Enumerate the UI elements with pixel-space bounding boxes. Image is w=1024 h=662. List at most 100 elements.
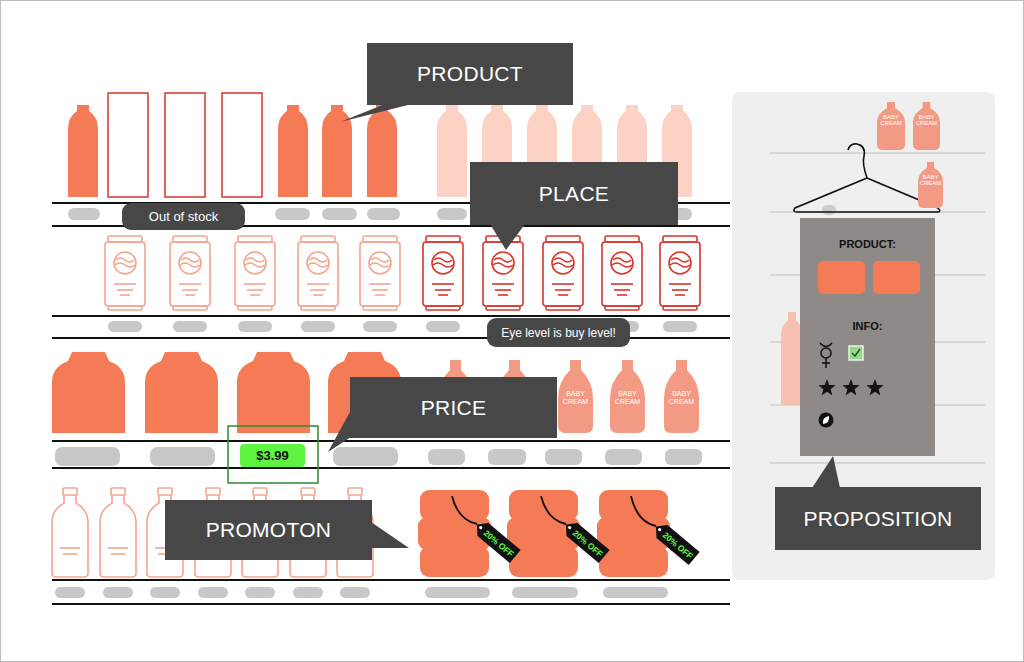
bottle-shape [558, 360, 593, 433]
discount-tag: 20% OFF [650, 519, 699, 564]
shelf-line [52, 440, 730, 442]
shelf-tag [665, 449, 702, 465]
symbol-horns [820, 343, 832, 347]
star [818, 379, 835, 395]
gender-symbol [820, 343, 832, 368]
shelf-tag [68, 208, 100, 220]
callout-box: PLACE [470, 162, 678, 225]
product-can [660, 236, 700, 310]
panel-bottle [781, 312, 802, 405]
panel-shelves [770, 153, 985, 463]
hanger [794, 144, 940, 212]
product-container [237, 352, 310, 433]
price-label: $3.99 [240, 444, 305, 467]
rating-stars [818, 379, 883, 395]
shelf-tag [173, 321, 207, 332]
panel-shelf [770, 152, 985, 154]
mini-outline [877, 102, 905, 150]
price-highlight [228, 426, 318, 483]
shelf-tags [55, 447, 702, 466]
note-pill: Eye level is buy level! [487, 318, 630, 347]
callout-tail [371, 522, 409, 548]
eco-leaf [823, 416, 829, 424]
callout-text: PRICE [421, 396, 487, 420]
shelf-line [52, 467, 730, 469]
shelf-tag [545, 449, 582, 465]
shelf-tag [293, 587, 323, 598]
price-text: $3.99 [256, 448, 289, 463]
shelf-tag [425, 587, 490, 598]
shelf-tags [55, 587, 668, 598]
product-can [483, 236, 523, 310]
callout-tails [328, 104, 840, 548]
mini-bottle: BABY CREAM [913, 102, 940, 150]
product-container [145, 352, 218, 433]
product-can [170, 236, 210, 310]
shelf-tag [428, 449, 465, 465]
product-container [52, 352, 125, 433]
empty-slot [165, 93, 205, 197]
mini-text: BABY CREAM [915, 114, 938, 126]
mini-shape [913, 102, 940, 150]
discount-tag: 20% OFF [560, 517, 609, 562]
shelf-tag [55, 447, 120, 466]
shelf-tag [663, 321, 697, 332]
tag-hole [478, 525, 483, 530]
callout-box: PRICE [350, 377, 557, 438]
card-text: PRODUCT: [800, 238, 935, 250]
bottle-text: BABY CREAM [613, 390, 642, 406]
panel-shelf [770, 462, 985, 464]
product-can [360, 236, 400, 310]
product-can [235, 236, 275, 310]
shelf-tag [150, 447, 215, 466]
callout-text: PLACE [539, 182, 609, 206]
tag-string [631, 496, 656, 526]
product-can [602, 236, 642, 310]
shelf-tag [488, 449, 526, 465]
product-bottle [367, 105, 397, 197]
bottle-text: BABY CREAM [561, 390, 590, 406]
product-bottle [278, 105, 308, 197]
shelf-tag [603, 587, 668, 598]
empty-slot [222, 93, 262, 197]
mini-bottle: BABY CREAM [877, 102, 905, 150]
tag-string [452, 496, 477, 524]
callout-box: PRODUCT [367, 43, 573, 105]
shelf-tag [275, 208, 310, 220]
product-can [298, 236, 338, 310]
tag-hole [657, 527, 662, 532]
callout-text: PROPOSITION [803, 507, 952, 531]
proposition-panel [732, 92, 995, 580]
shelf-tag [437, 208, 467, 220]
tag-shape [471, 517, 520, 562]
eco-icon [819, 413, 834, 428]
product-milk [100, 488, 136, 577]
baby-cream-bottle: BABY CREAM [610, 360, 645, 433]
tag-strings [452, 496, 656, 526]
bottle-text: BABY CREAM [667, 390, 696, 406]
product-bottle [322, 105, 352, 197]
mini-shape [877, 102, 905, 150]
pill-text: Eye level is buy level! [501, 326, 616, 340]
callout-tail [812, 456, 840, 488]
shelf-line [52, 315, 730, 317]
callout-box: PROPOSITION [775, 487, 981, 550]
symbol-ring [821, 348, 831, 358]
shelf-tag [150, 587, 180, 598]
product-bottle [68, 105, 98, 197]
callout-tail [340, 104, 412, 122]
product-can [543, 236, 583, 310]
baby-cream-bottle: BABY CREAM [664, 360, 699, 433]
mini-text: BABY CREAM [879, 114, 903, 126]
pill-text: Out of stock [149, 209, 218, 224]
shelf-tag [108, 321, 142, 332]
product-can [423, 236, 463, 310]
product-card: PRODUCT:INFO: [800, 218, 935, 456]
shelf-line [52, 603, 730, 605]
shelf-tag [512, 587, 578, 598]
panel-tag [822, 205, 836, 215]
callout-tail [328, 410, 351, 452]
product-bottle [437, 105, 467, 197]
tag-shape [650, 519, 699, 564]
shelf-tag [198, 587, 228, 598]
